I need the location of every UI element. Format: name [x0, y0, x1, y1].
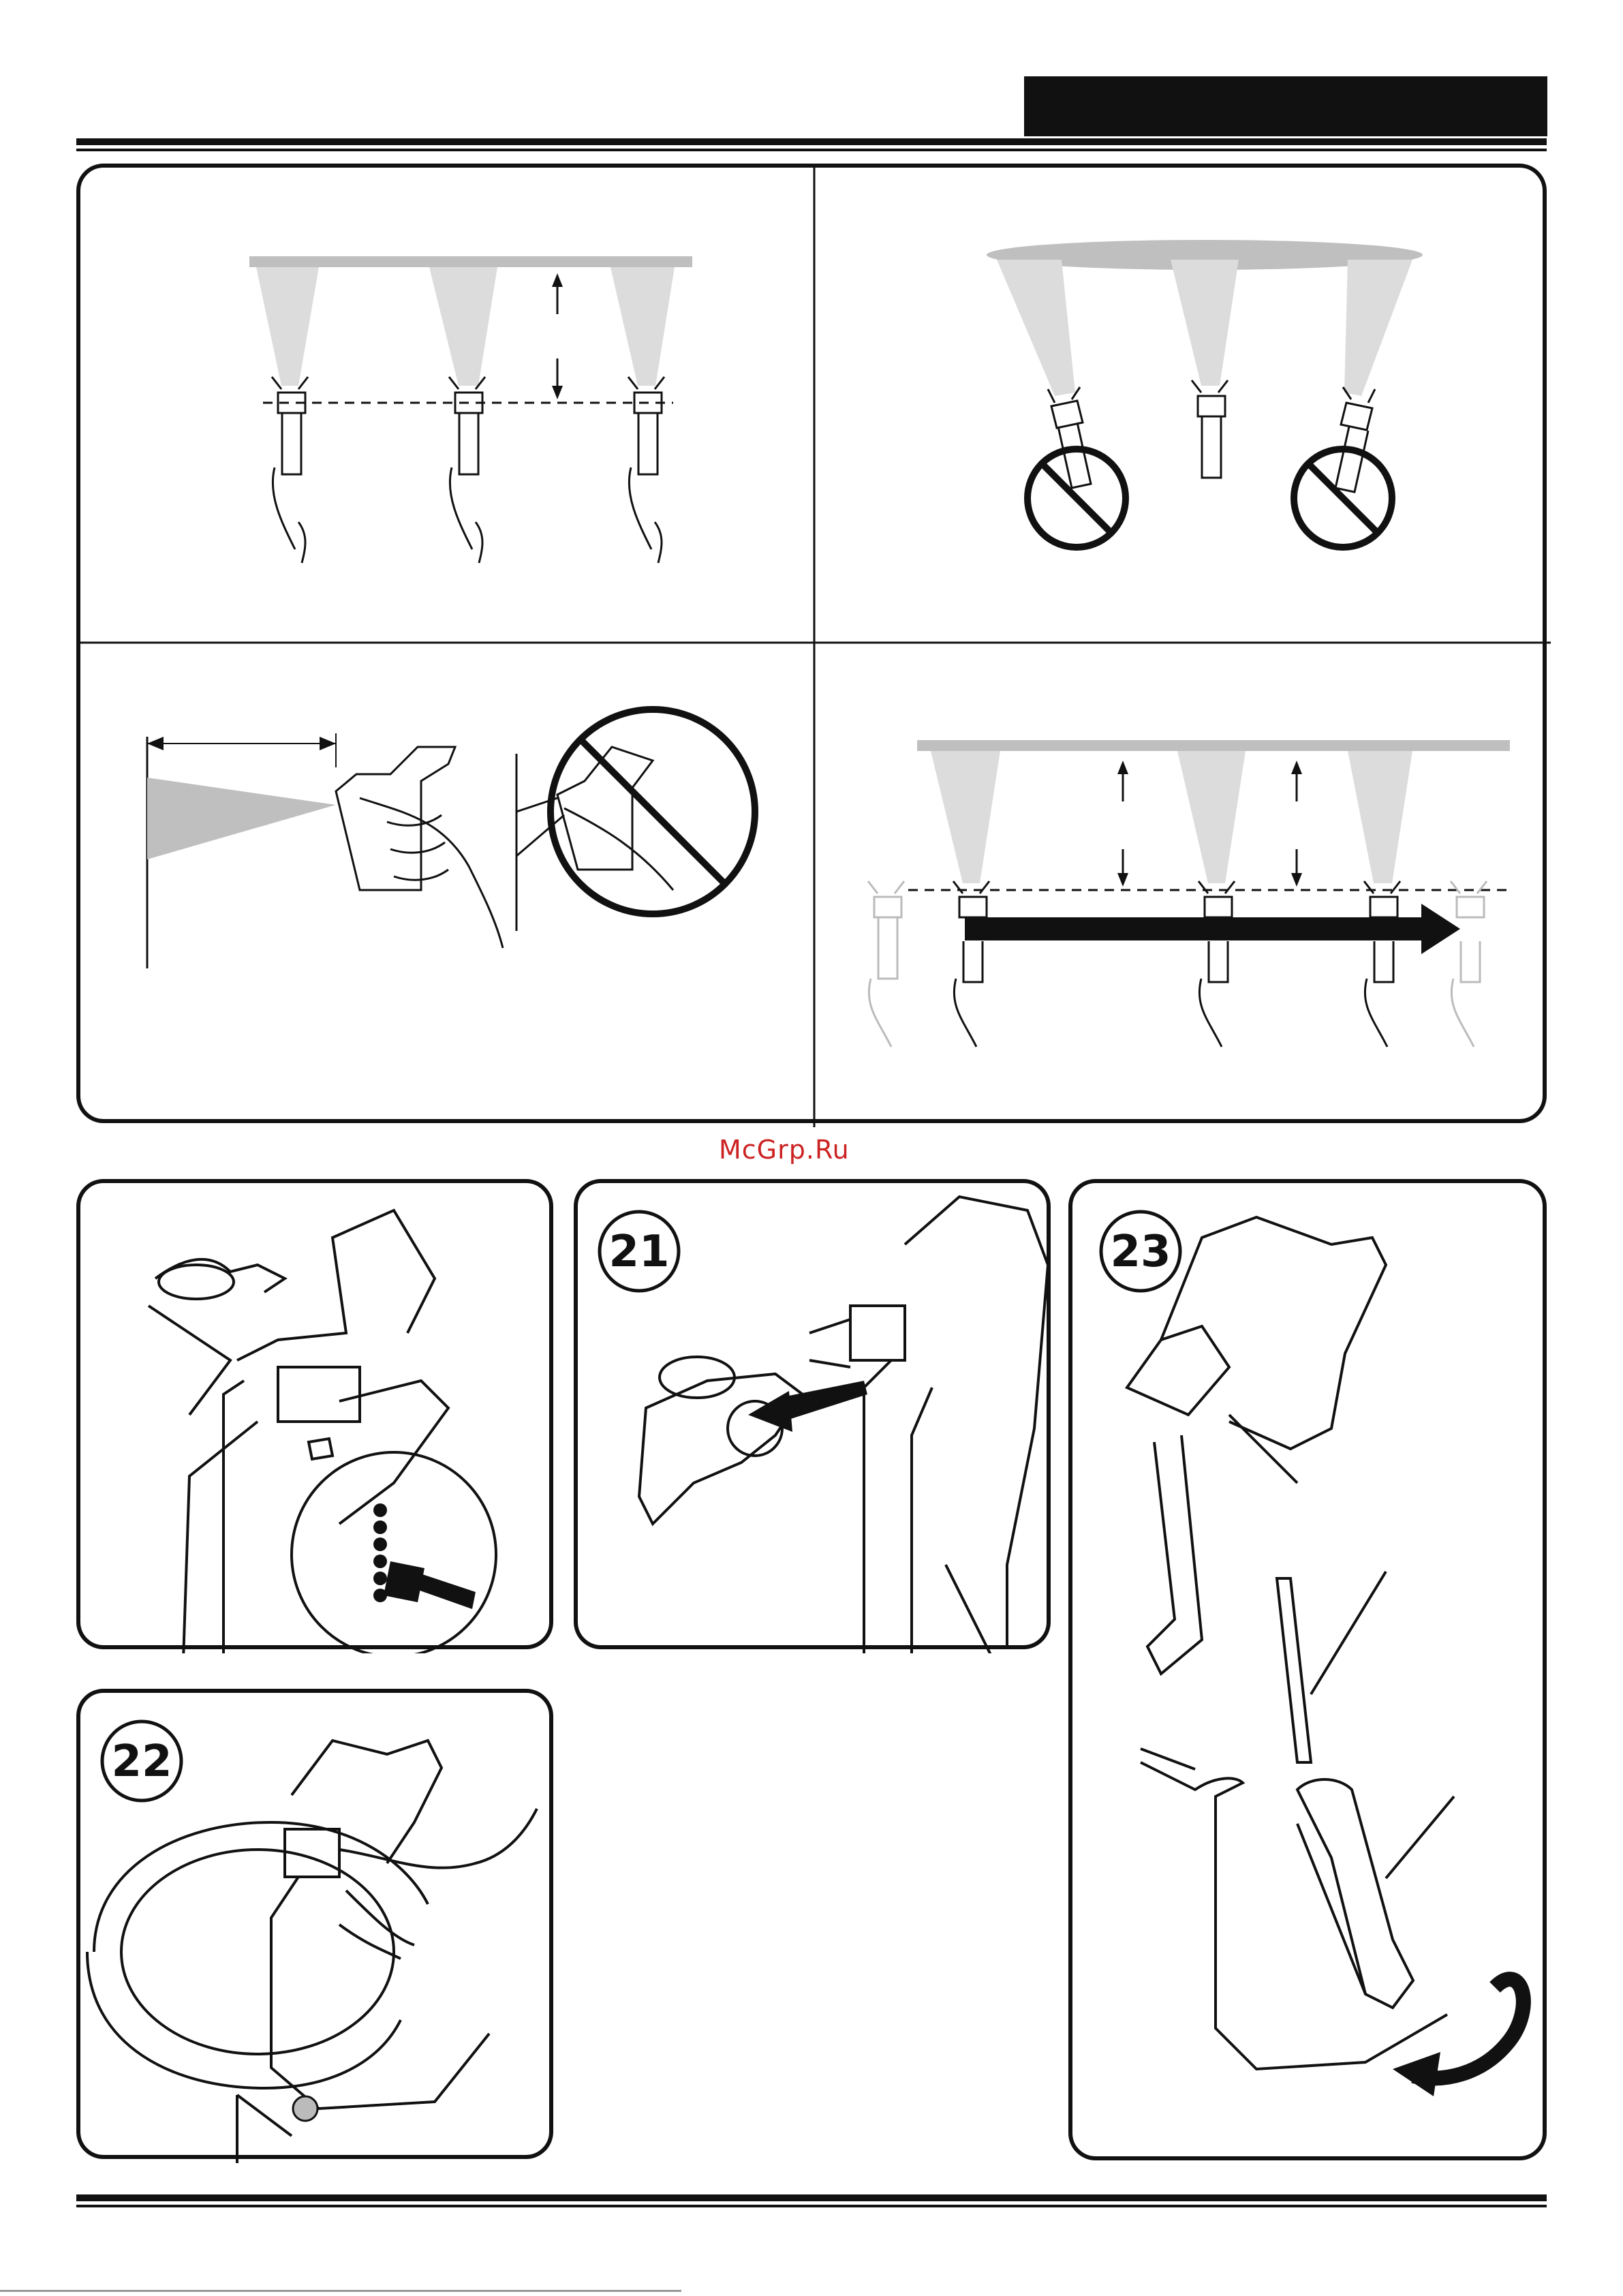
down-arrow-icon: [552, 386, 563, 399]
step-23-number: 23: [1101, 1212, 1180, 1291]
up-outline-arrow-icon: [309, 1439, 333, 1459]
trigger-lock-panel: [76, 1179, 553, 1649]
step-number: 22: [111, 1736, 172, 1787]
step-21-illustration: 21: [578, 1183, 1055, 1653]
prohibited-circle-icon: [551, 709, 755, 914]
up-arrow-icon: [1117, 761, 1128, 774]
trigger-lock-illustration: [80, 1183, 557, 1653]
step-21-panel: 21: [574, 1179, 1051, 1649]
spray-technique-illustrations: [80, 168, 1551, 1127]
spray-technique-panel: [76, 164, 1547, 1123]
arcing-incorrect-illustration: [987, 240, 1423, 547]
step-22-number: 22: [102, 1721, 181, 1801]
right-arrow-icon: [320, 737, 336, 750]
header-rule-thin: [76, 149, 1547, 151]
page-bottom-line: [0, 2290, 681, 2292]
step-22-illustration: 22: [80, 1693, 557, 2163]
step-number: 21: [608, 1227, 669, 1277]
footer-rule-thin: [76, 2205, 1547, 2207]
step-23-panel: 23: [1068, 1179, 1547, 2160]
footer-rule-thick: [76, 2194, 1547, 2201]
lock-pin-icon: [373, 1503, 387, 1602]
step-21-number: 21: [600, 1212, 679, 1291]
correct-distance-illustration: [249, 256, 692, 563]
header-rule-thick: [76, 138, 1547, 145]
prohibited-circle-icon: [1294, 449, 1392, 547]
watermark: McGrp.Ru: [719, 1135, 850, 1165]
down-arrow-icon: [1117, 873, 1128, 887]
down-arrow-icon: [1291, 873, 1302, 887]
perpendicular-gun-illustration: [147, 709, 755, 968]
step-23-illustration: 23: [1072, 1183, 1551, 2164]
step-number: 23: [1110, 1227, 1171, 1277]
step-22-panel: 22: [76, 1689, 553, 2159]
push-arrow-icon: [414, 1572, 476, 1609]
prohibited-circle-icon: [1027, 449, 1126, 547]
left-arrow-icon: [147, 737, 164, 750]
up-arrow-icon: [552, 273, 563, 287]
overlap-passes-illustration: [868, 740, 1510, 1047]
up-arrow-icon: [1291, 761, 1302, 774]
direction-arrow-icon: [1421, 904, 1460, 954]
header-tab: [1024, 76, 1547, 136]
